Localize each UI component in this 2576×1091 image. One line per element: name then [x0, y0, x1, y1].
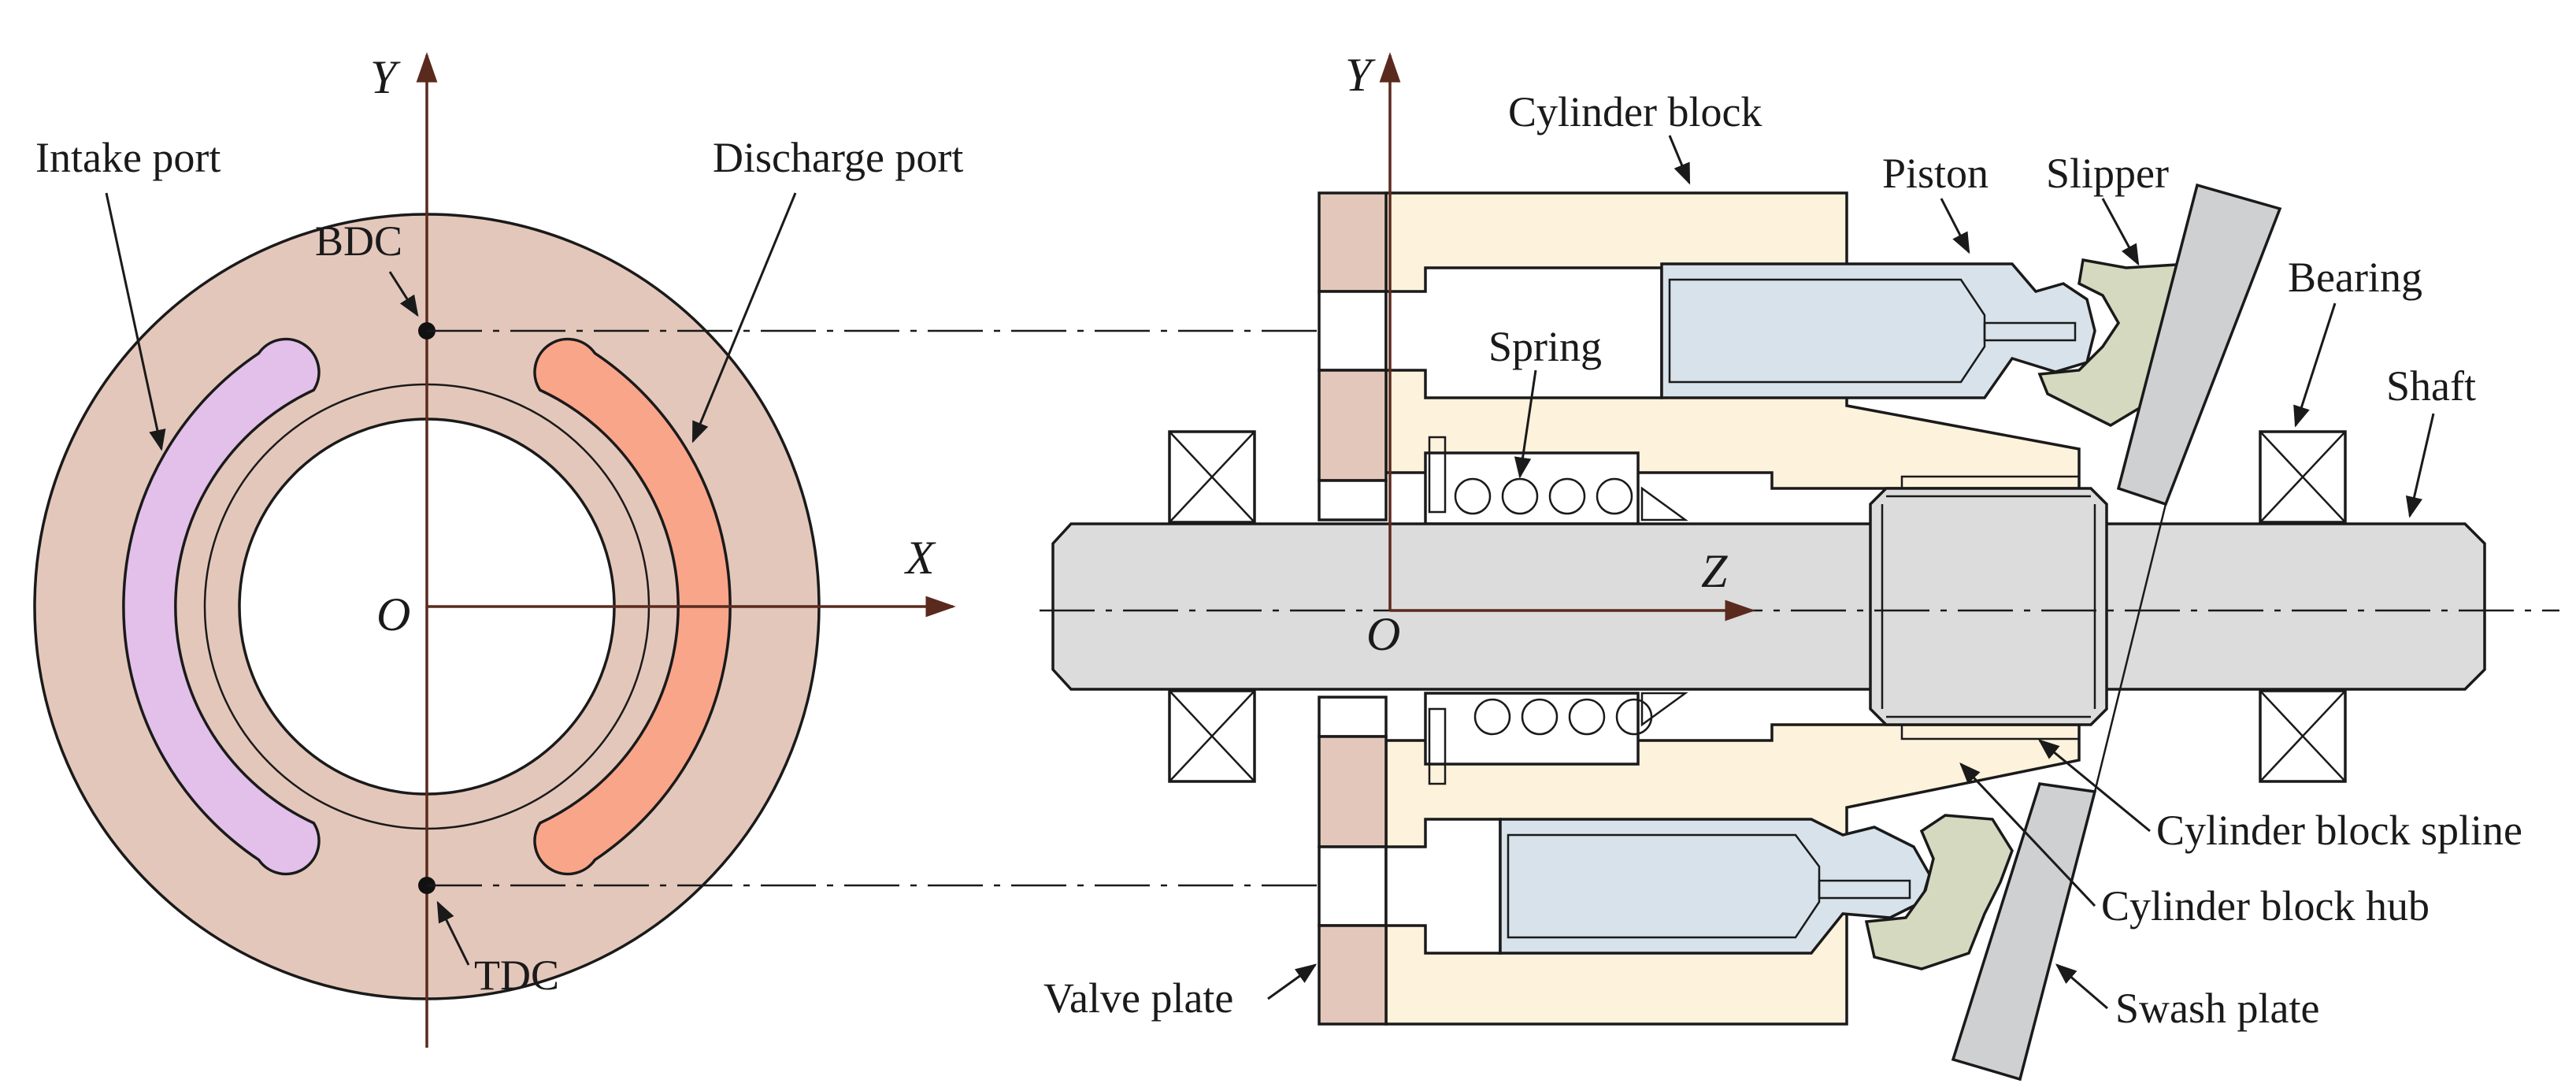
valve-plate-port-top: [1318, 290, 1388, 372]
spring-wedge-upper: [1640, 486, 1688, 521]
piston-leader: [1940, 198, 1970, 254]
slipper-leader: [2101, 198, 2140, 266]
valve-plate-section-low: [1318, 735, 1388, 848]
cylinder-block-leader: [1668, 135, 1691, 185]
shaft: [1051, 522, 2486, 691]
spring-label: Spring: [1488, 323, 1602, 370]
swash-plate-label: Swash plate: [2115, 985, 2319, 1032]
discharge-port-leader: [691, 192, 797, 443]
bearing-leader: [2293, 302, 2337, 428]
left-axis-x-label: X: [904, 532, 936, 584]
swash-plate-leader: [2055, 963, 2108, 1010]
cylinder-block-label: Cylinder block: [1508, 88, 1762, 135]
valve-plate-section-mid-gap: [1318, 479, 1388, 521]
valve-plate-label: Valve plate: [1043, 974, 1233, 1022]
swash-plate-edge: [2093, 503, 2167, 792]
intake-port-leader: [105, 192, 166, 451]
spring-wedge-lower: [1640, 692, 1688, 727]
spring-seat-lower: [1428, 707, 1447, 785]
shaft-label: Shaft: [2386, 362, 2476, 410]
intake-port-kidney: [122, 337, 321, 876]
spring-leader: [1514, 369, 1537, 479]
piston-label: Piston: [1882, 150, 1989, 197]
intake-port-label: Intake port: [35, 134, 221, 181]
discharge-port-label: Discharge port: [713, 134, 963, 181]
slipper-label: Slipper: [2046, 150, 2169, 197]
discharge-port-kidney: [533, 337, 732, 876]
lower-piston-bore: [1507, 833, 1821, 939]
bearing-left-upper: [1168, 430, 1256, 524]
pump-cross-section: [1040, 52, 2559, 1082]
upper-piston-orifice: [1983, 321, 2077, 342]
upper-piston-bore: [1668, 278, 1986, 384]
right-axis-y-label: Y: [1345, 49, 1376, 101]
valve-plate-section-mid-top: [1318, 369, 1388, 482]
swash-plate-lower: [1951, 782, 2097, 1082]
bdc-label: BDC: [315, 217, 402, 265]
shaft-spline-hub: [1869, 487, 2108, 726]
upper-piston: [1660, 262, 2096, 399]
valve-plate-section-top: [1318, 191, 1388, 293]
right-axis-z-label: Z: [1701, 545, 1728, 597]
lower-piston-orifice: [1818, 879, 1911, 900]
cylinder-block-spline-label: Cylinder block spline: [2156, 807, 2522, 854]
cylinder-block-spline-leader: [2037, 739, 2151, 833]
cylinder-block-hub-leader: [1959, 763, 2096, 907]
bearing-left-lower: [1168, 689, 1256, 783]
spring-seat-upper: [1428, 436, 1447, 514]
spring-retainer-lower: [1424, 692, 1640, 766]
shaft-leader: [2405, 413, 2435, 518]
valve-plate-section-mid-bot: [1318, 696, 1388, 738]
right-origin-label: O: [1366, 608, 1400, 660]
left-axis-y-label: Y: [370, 51, 401, 103]
left-origin-label: O: [376, 588, 410, 640]
valve-plate-section-bot: [1318, 924, 1388, 1026]
cylinder-block-hub-label: Cylinder block hub: [2101, 882, 2430, 930]
valve-plate-front-view: Y X O BDC TDC Intake port Discharge port: [33, 51, 963, 1048]
bearing-label: Bearing: [2288, 254, 2422, 301]
valve-plate-port-bot: [1318, 845, 1388, 927]
lower-slipper: [1864, 814, 2014, 970]
tdc-leader: [436, 900, 470, 966]
bdc-leader: [388, 271, 419, 317]
bearing-right-upper: [2259, 430, 2347, 524]
bearing-right-lower: [2259, 689, 2347, 783]
tdc-label: TDC: [474, 952, 559, 999]
spring-coils-upper: [1454, 477, 1633, 515]
lower-piston: [1499, 818, 1931, 955]
valve-plate-leader: [1267, 963, 1318, 1000]
